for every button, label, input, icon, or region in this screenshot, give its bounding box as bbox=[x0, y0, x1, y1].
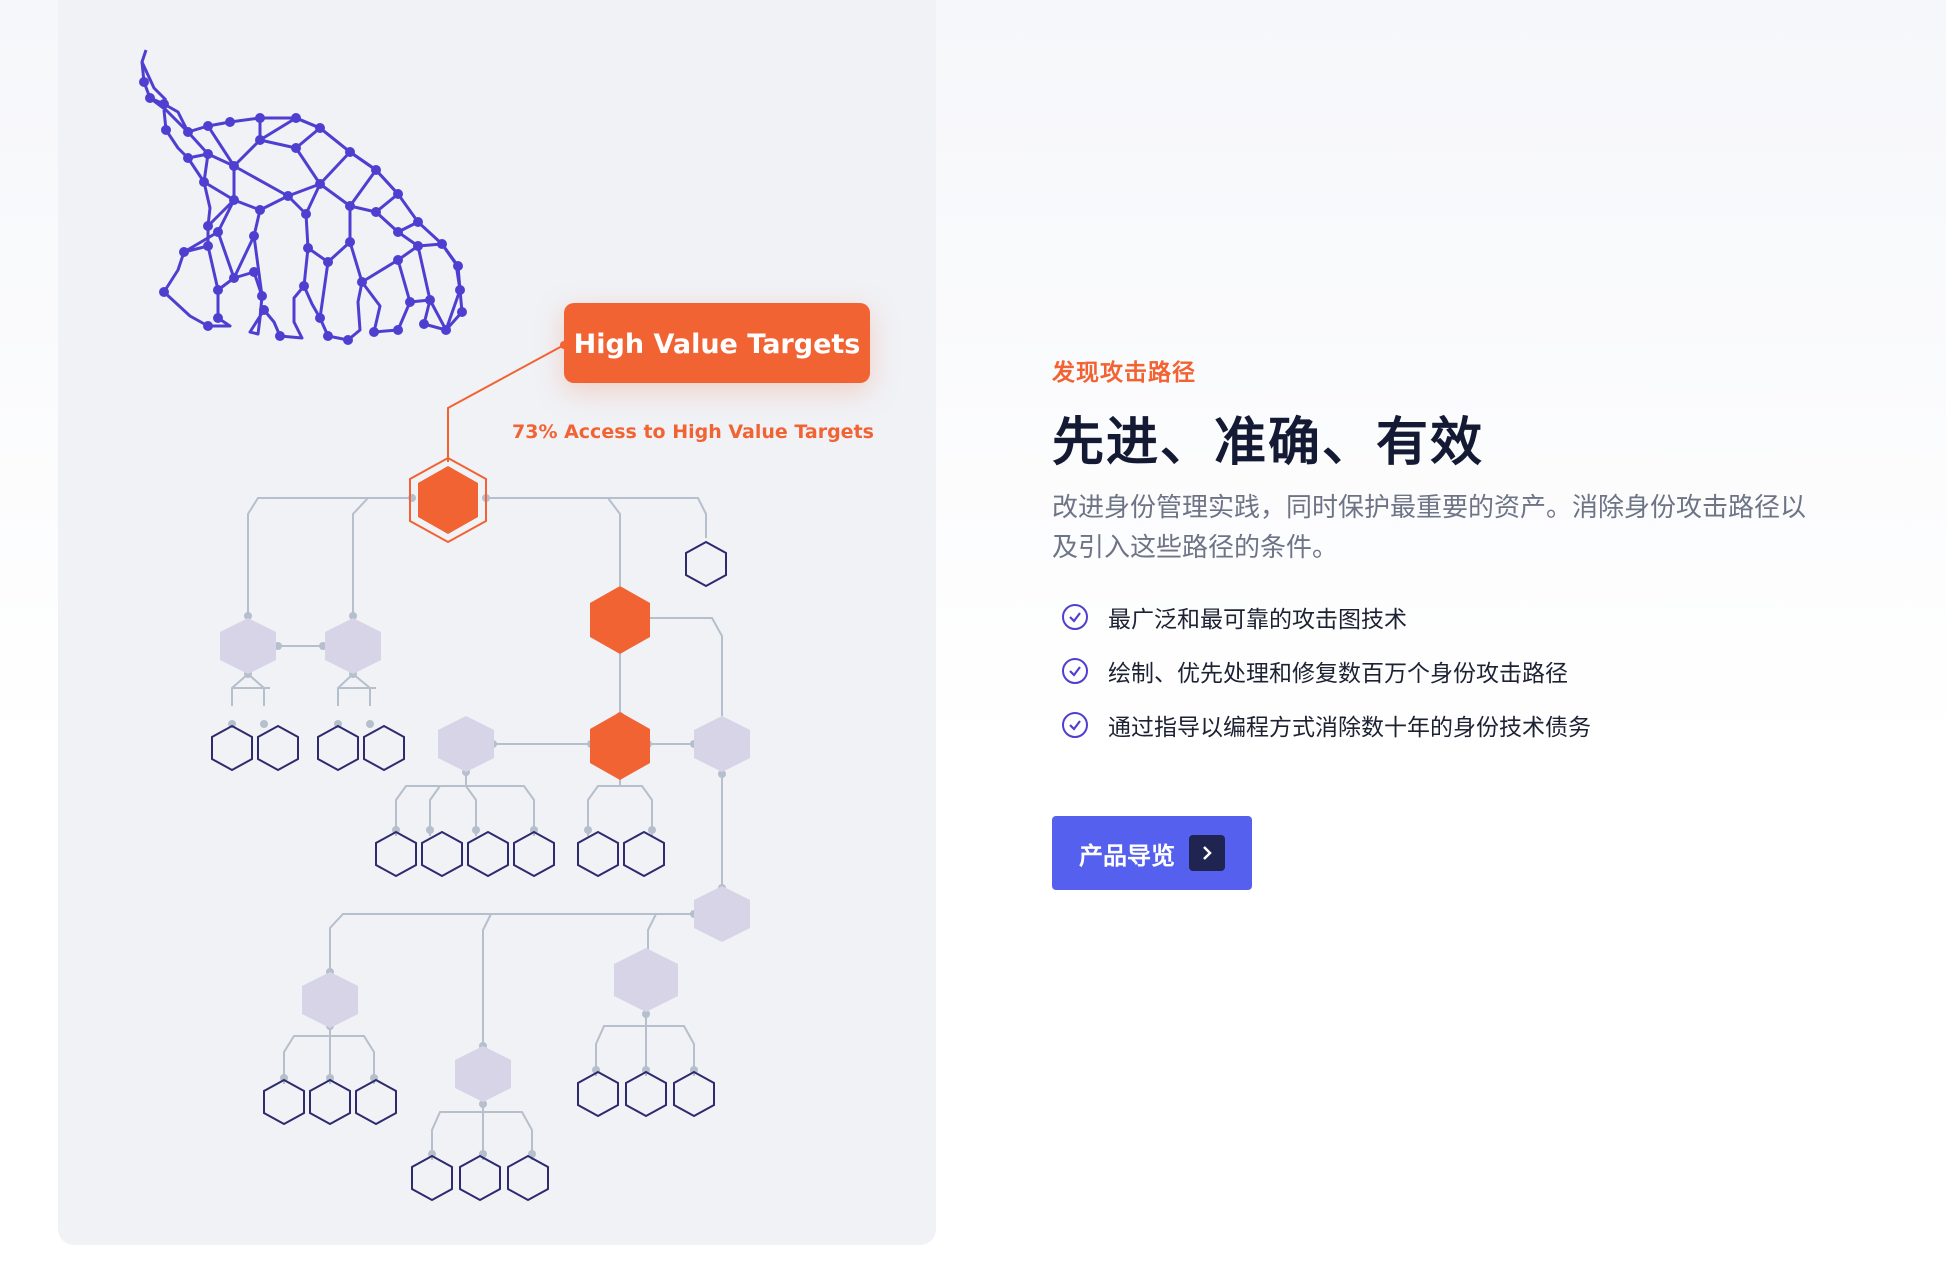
check-circle-icon bbox=[1062, 712, 1088, 738]
graph-connectors bbox=[231, 497, 723, 1160]
feature-label: 最广泛和最可靠的攻击图技术 bbox=[1108, 607, 1407, 633]
check-circle-icon bbox=[1062, 604, 1088, 630]
page-title: 先进、准确、有效 bbox=[1052, 413, 1485, 473]
feature-item: 通过指导以编程方式消除数十年的身份技术债务 bbox=[1062, 698, 1591, 752]
anteater-mascot bbox=[139, 49, 467, 345]
section-eyebrow: 发现攻击路径 bbox=[1052, 360, 1196, 386]
hero-description: 改进身份管理实践，同时保护最重要的资产。消除身份攻击路径以及引入这些路径的条件。 bbox=[1052, 493, 1807, 563]
feature-item: 最广泛和最可靠的攻击图技术 bbox=[1062, 590, 1591, 644]
compromised-nodes bbox=[590, 586, 650, 780]
access-percentage-label: 73% Access to High Value Targets bbox=[512, 421, 874, 443]
product-tour-label: 产品导览 bbox=[1079, 841, 1175, 870]
high-value-targets-badge: High Value Targets bbox=[564, 303, 870, 383]
attack-graph-svg: High Value Targets 73% Access to High Va… bbox=[139, 49, 874, 1202]
root-target-node bbox=[409, 456, 487, 544]
feature-list: 最广泛和最可靠的攻击图技术 绘制、优先处理和修复数百万个身份攻击路径 通过指导以… bbox=[1062, 590, 1591, 752]
chevron-right-icon bbox=[1189, 835, 1225, 871]
leaf-nodes bbox=[211, 540, 727, 1202]
intermediate-nodes bbox=[220, 618, 750, 1102]
check-circle-icon bbox=[1062, 658, 1088, 684]
product-tour-button[interactable]: 产品导览 bbox=[1052, 816, 1252, 890]
feature-label: 通过指导以编程方式消除数十年的身份技术债务 bbox=[1108, 715, 1591, 741]
feature-label: 绘制、优先处理和修复数百万个身份攻击路径 bbox=[1108, 661, 1568, 687]
badge-label: High Value Targets bbox=[574, 329, 861, 360]
attack-graph-illustration: High Value Targets 73% Access to High Va… bbox=[58, 0, 936, 1245]
feature-item: 绘制、优先处理和修复数百万个身份攻击路径 bbox=[1062, 644, 1591, 698]
